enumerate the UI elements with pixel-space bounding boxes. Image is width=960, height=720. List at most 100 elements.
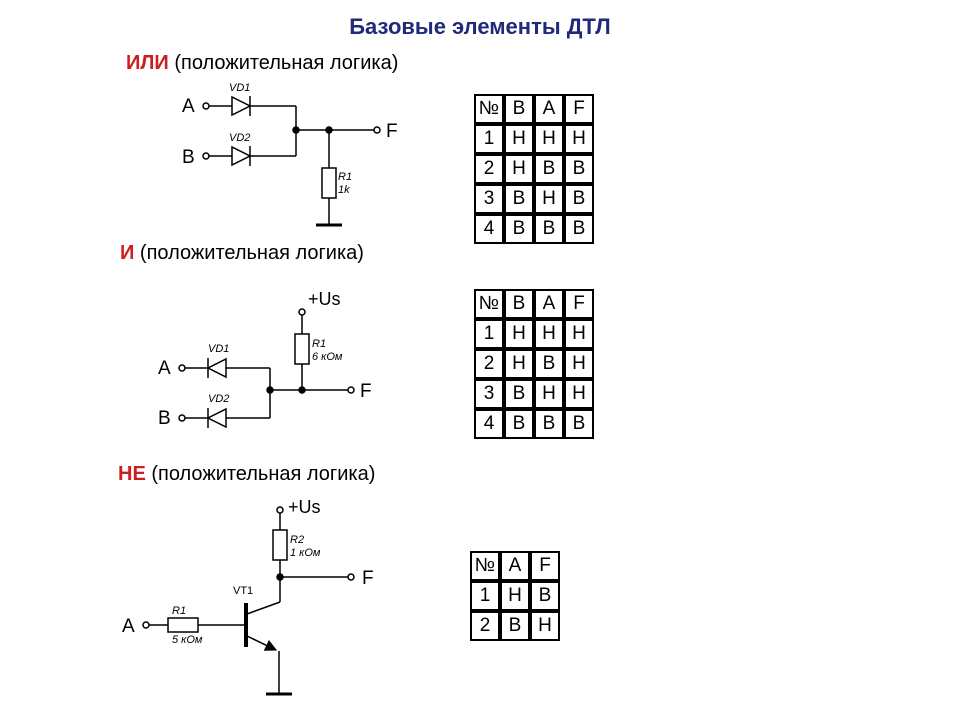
section-not-keyword: НЕ: [118, 463, 146, 485]
table-cell: В: [503, 183, 533, 213]
table-cell: 1: [475, 318, 503, 348]
and-input-a-terminal: [178, 364, 186, 372]
or-label-vd2: VD2: [229, 132, 250, 144]
table-cell: Н: [533, 183, 563, 213]
header-cell: A: [499, 552, 529, 580]
table-row: 2 В Н: [471, 610, 559, 640]
table-cell: Н: [533, 378, 563, 408]
header-cell: F: [563, 95, 593, 123]
or-label-vd1: VD1: [229, 82, 250, 94]
table-header-row: № B A F: [475, 290, 593, 318]
table-cell: В: [533, 153, 563, 183]
and-label-f: F: [360, 381, 372, 402]
not-label-vt1: VT1: [233, 585, 253, 597]
table-header-row: № A F: [471, 552, 559, 580]
table-cell: Н: [533, 123, 563, 153]
not-transistor-vt1: [244, 601, 281, 651]
table-cell: 3: [475, 378, 503, 408]
or-diode-vd1: [231, 95, 252, 117]
and-diode-vd2: [206, 407, 227, 429]
table-cell: Н: [503, 348, 533, 378]
table-cell: Н: [563, 123, 593, 153]
table-cell: В: [503, 213, 533, 243]
or-label-b: B: [182, 147, 195, 168]
and-label-a: A: [158, 358, 171, 379]
table-cell: Н: [503, 318, 533, 348]
not-label-r1-value: 5 кОм: [172, 634, 203, 646]
table-row: 4 В В В: [475, 213, 593, 243]
table-cell: Н: [563, 348, 593, 378]
section-or-caption: (положительная логика): [168, 52, 399, 74]
section-and-heading: И (положительная логика): [120, 242, 364, 265]
and-circuit: [178, 308, 355, 429]
not-label-a: A: [122, 616, 135, 637]
table-cell: 1: [471, 580, 499, 610]
table-cell: В: [499, 610, 529, 640]
section-or-keyword: ИЛИ: [126, 52, 169, 74]
section-and-keyword: И: [120, 242, 135, 264]
and-label-vd2: VD2: [208, 393, 229, 405]
table-cell: 2: [475, 348, 503, 378]
or-output-terminal: [373, 126, 381, 134]
header-cell: B: [503, 290, 533, 318]
or-label-a: A: [182, 96, 195, 117]
header-cell: F: [563, 290, 593, 318]
table-cell: В: [529, 580, 559, 610]
table-cell: В: [533, 213, 563, 243]
table-cell: Н: [563, 318, 593, 348]
header-cell: №: [475, 290, 503, 318]
and-diode-vd1: [206, 357, 227, 379]
not-circuit: [142, 506, 355, 696]
table-row: 4 В В В: [475, 408, 593, 438]
or-input-b-terminal: [202, 152, 210, 160]
and-supply-terminal: [298, 308, 306, 316]
not-label-r1: R1: [172, 605, 186, 617]
and-resistor-r1: [294, 333, 310, 365]
and-label-vd1: VD1: [208, 343, 229, 355]
table-cell: В: [563, 183, 593, 213]
table-cell: В: [503, 408, 533, 438]
table-cell: Н: [563, 378, 593, 408]
header-cell: №: [475, 95, 503, 123]
or-label-r1-value: 1k: [338, 184, 350, 196]
table-row: 1 Н Н Н: [475, 318, 593, 348]
table-cell: 4: [475, 408, 503, 438]
not-label-r2: R2: [290, 534, 304, 546]
table-cell: 2: [471, 610, 499, 640]
table-row: 3 В Н Н: [475, 378, 593, 408]
table-row: 2 Н В Н: [475, 348, 593, 378]
table-cell: В: [563, 408, 593, 438]
header-cell: B: [503, 95, 533, 123]
section-not-caption: (положительная логика): [145, 463, 376, 485]
table-cell: Н: [533, 318, 563, 348]
and-label-r1-value: 6 кОм: [312, 351, 343, 363]
and-label-b: B: [158, 408, 171, 429]
table-cell: Н: [503, 153, 533, 183]
section-and-caption: (положительная логика): [134, 242, 364, 264]
or-diode-vd2: [231, 145, 252, 167]
and-input-b-terminal: [178, 414, 186, 422]
or-circuit: [202, 95, 381, 227]
table-cell: 4: [475, 213, 503, 243]
table-cell: Н: [503, 123, 533, 153]
table-header-row: № B A F: [475, 95, 593, 123]
table-cell: 1: [475, 123, 503, 153]
table-cell: В: [503, 378, 533, 408]
table-cell: В: [563, 153, 593, 183]
table-cell: В: [533, 348, 563, 378]
not-resistor-r1: [167, 617, 199, 633]
truth-table-or: № B A F 1 Н Н Н 2 Н В В 3 В Н В 4 В В В: [474, 94, 594, 244]
header-cell: №: [471, 552, 499, 580]
not-label-supply: +Us: [288, 497, 321, 517]
not-output-terminal: [347, 573, 355, 581]
or-label-r1: R1: [338, 171, 352, 183]
not-input-a-terminal: [142, 621, 150, 629]
not-resistor-r2: [272, 529, 288, 561]
not-supply-terminal: [276, 506, 284, 514]
table-cell: 3: [475, 183, 503, 213]
not-label-r2-value: 1 кОм: [290, 547, 321, 559]
table-row: 2 Н В В: [475, 153, 593, 183]
table-row: 1 Н В: [471, 580, 559, 610]
section-or-heading: ИЛИ (положительная логика): [126, 52, 398, 75]
